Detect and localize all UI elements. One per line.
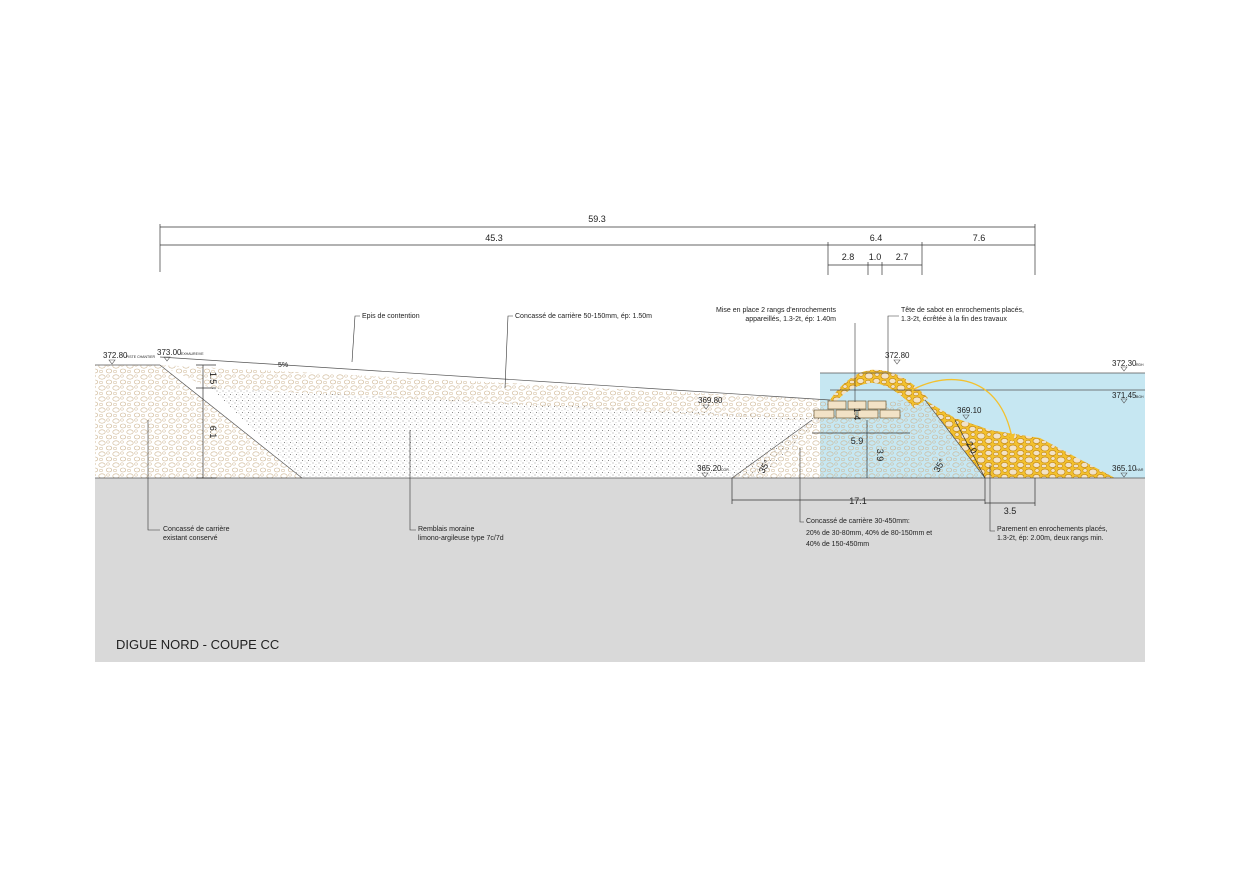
elevation-triangle-icon bbox=[893, 359, 901, 365]
dimension-lines bbox=[159, 224, 1036, 506]
crushed-stone-layer bbox=[160, 365, 830, 420]
label-mise-1: Mise en place 2 rangs d'enrochements bbox=[716, 307, 837, 314]
label-tete-1: Tête de sabot en enrochements placés, bbox=[901, 307, 1024, 314]
riprap-toe-head bbox=[830, 369, 928, 408]
dim-sub1: 2.8 bbox=[842, 252, 855, 262]
dim-left-6-1: 6.1 bbox=[208, 426, 218, 439]
elev-373-00: 373.00 bbox=[157, 348, 182, 357]
elev-371-45-note: BGH bbox=[1136, 395, 1144, 399]
dim-toe-width: 17.1 bbox=[849, 496, 867, 506]
label-parement-1: Parement en enrochements placés, bbox=[997, 526, 1108, 533]
label-conc-exist-1: Concassé de carrière bbox=[163, 526, 230, 533]
elevation-markers bbox=[108, 356, 1128, 478]
rock-block bbox=[867, 400, 887, 410]
dim-sub3: 2.7 bbox=[896, 252, 909, 262]
leader-parement bbox=[989, 465, 995, 532]
slope-percent: 5% bbox=[278, 362, 288, 369]
elevation-triangle-icon bbox=[702, 404, 710, 410]
leader-lines bbox=[147, 315, 995, 532]
label-conc450-1: Concassé de carrière 30-450mm: bbox=[806, 518, 910, 525]
rock-block bbox=[827, 400, 847, 410]
dim-line-2-0 bbox=[954, 419, 986, 479]
label-conc-exist-2: existant conservé bbox=[163, 535, 218, 542]
dim-block-1-4: 1.4 bbox=[852, 408, 862, 421]
label-tete-2: 1.3-2t, écrêtée à la fin des travaux bbox=[901, 316, 1007, 323]
drawing-title: DIGUE NORD - COUPE CC bbox=[116, 637, 279, 652]
label-epis: Epis de contention bbox=[362, 313, 420, 320]
elev-369-10: 369.10 bbox=[957, 406, 982, 415]
rock-block bbox=[857, 409, 879, 419]
elev-373-00-note: EXHAURE/VE bbox=[181, 352, 204, 356]
dim-core-3-9: 3.9 bbox=[875, 449, 885, 462]
label-mise-2: appareillés, 1.3-2t, ép: 1.40m bbox=[745, 316, 836, 323]
elevation-triangle-icon bbox=[163, 356, 171, 362]
elevation-triangle-icon bbox=[1120, 366, 1128, 372]
elev-372-80-left: 372.80 bbox=[103, 351, 128, 360]
rock-block bbox=[879, 409, 901, 419]
existing-crushed-fill bbox=[95, 365, 302, 478]
leader-tete bbox=[887, 315, 899, 372]
elevation-triangle-icon bbox=[1120, 398, 1128, 404]
moraine-fill bbox=[210, 388, 825, 478]
crushed-core bbox=[732, 400, 985, 478]
elev-369-80: 369.80 bbox=[698, 396, 723, 405]
dim-left-1-5: 1.5 bbox=[208, 372, 218, 385]
elev-365-10-note: HAR bbox=[1136, 468, 1144, 472]
leader-concasse bbox=[504, 315, 513, 389]
elev-365-20-note: COR bbox=[721, 468, 729, 472]
elevation-triangle-icon bbox=[108, 359, 116, 365]
rock-block bbox=[847, 400, 867, 410]
existing-ground bbox=[95, 478, 1145, 662]
dim-mid: 6.4 bbox=[870, 233, 883, 243]
leader-conc-exist bbox=[147, 420, 160, 531]
elevation-triangle-icon bbox=[701, 472, 709, 478]
elev-371-45: 371.45 bbox=[1112, 391, 1137, 400]
label-parement-2: 1.3-2t, ép: 2.00m, deux rangs min. bbox=[997, 535, 1104, 542]
elev-372-30: 372.30 bbox=[1112, 359, 1137, 368]
label-conc450-2: 20% de 30-80mm, 40% de 80-150mm et bbox=[806, 530, 932, 537]
yellow-arrow bbox=[911, 378, 1016, 442]
elev-372-80-head: 372.80 bbox=[885, 351, 910, 360]
label-remblais-2: limono-argileuse type 7c/7d bbox=[418, 535, 504, 542]
leader-remblais bbox=[409, 430, 416, 531]
rock-block bbox=[835, 409, 857, 419]
leader-epis bbox=[351, 315, 360, 363]
label-conc450-3: 40% de 150-450mm bbox=[806, 541, 869, 548]
label-remblais-1: Remblais moraine bbox=[418, 526, 475, 533]
elev-365-20: 365.20 bbox=[697, 464, 722, 473]
dim-total: 59.3 bbox=[588, 214, 606, 224]
dim-toe-3-5: 3.5 bbox=[1004, 506, 1017, 516]
dim-right: 7.6 bbox=[973, 233, 986, 243]
label-concasse-150: Concassé de carrière 50-150mm, ép: 1.50m bbox=[515, 313, 652, 320]
elev-365-10: 365.10 bbox=[1112, 464, 1137, 473]
rock-block bbox=[813, 409, 835, 419]
elev-372-30-note: RDH bbox=[1136, 363, 1144, 367]
elevation-triangle-icon bbox=[1120, 472, 1128, 478]
dim-left: 45.3 bbox=[485, 233, 503, 243]
dim-core-5-9: 5.9 bbox=[851, 436, 864, 446]
elev-372-80-left-note: PISTE CHANTIER bbox=[126, 355, 155, 359]
section-outlines bbox=[95, 356, 1145, 479]
leader-conc450 bbox=[799, 448, 804, 523]
riprap-facing bbox=[925, 400, 1115, 478]
rock-blocks bbox=[813, 400, 901, 419]
elevation-triangle-icon bbox=[962, 414, 970, 420]
dim-sub2: 1.0 bbox=[869, 252, 882, 262]
